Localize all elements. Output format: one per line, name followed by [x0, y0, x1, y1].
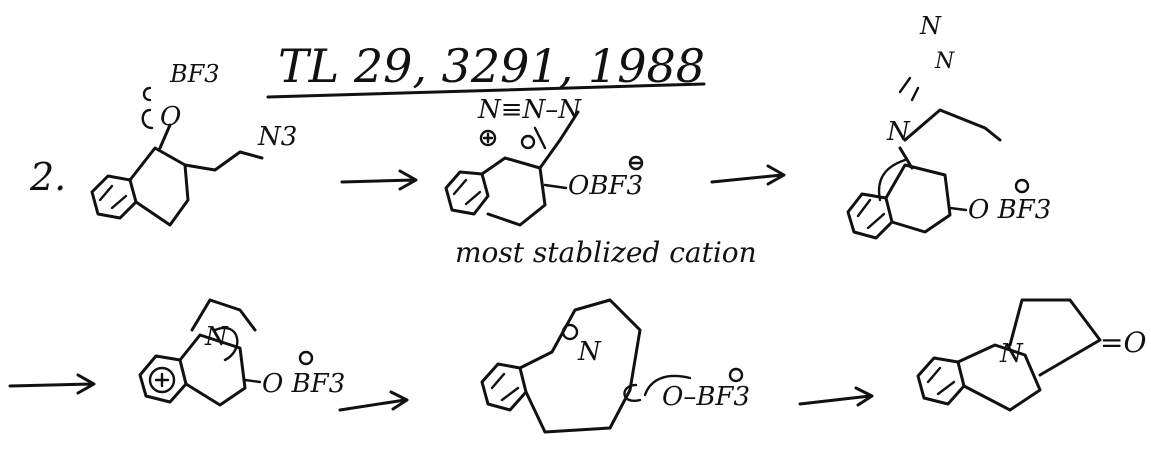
s6-n-label: N — [999, 339, 1024, 369]
structure-6-product-lactam: N =O — [916, 298, 1146, 412]
step-number: 2. — [29, 155, 66, 199]
s5-n-label: N — [577, 337, 602, 367]
s5-obf3-label: O–BF3 — [662, 382, 750, 412]
structure-2-stabilized-cation: N≡N–N OBF3 — [444, 95, 644, 227]
s4-obf3-label: O BF3 — [262, 369, 345, 399]
s2-obf3-label: OBF3 — [568, 171, 643, 201]
arrow-4 — [338, 390, 409, 412]
arrow-5 — [798, 386, 874, 407]
s1-bf3-label: BF3 — [169, 60, 220, 88]
structure-3-aminodiazonium: N N N O BF3 — [846, 12, 1051, 240]
s3-obf3-label: O BF3 — [968, 195, 1051, 225]
title-underline — [266, 82, 706, 99]
arrow-2 — [710, 164, 786, 186]
stabilized-cation-caption: most stablized cation — [455, 236, 757, 269]
arrow-3 — [8, 373, 96, 395]
s1-n3-label: N3 — [257, 122, 297, 152]
s3-n-top-label: N — [919, 12, 942, 40]
s1-o-label: O — [160, 102, 181, 132]
structure-4-aryl-cation: N O BF3 — [138, 298, 345, 407]
reference-title: TL 29, 3291, 1988 — [278, 39, 705, 93]
s6-o-label: =O — [1100, 326, 1146, 359]
s2-azide-label: N≡N–N — [477, 95, 582, 125]
s4-n-label: N — [204, 322, 229, 352]
structure-1-azido-ketone-bf3: O BF3 N3 — [90, 60, 297, 227]
structure-5-ring-expanded-iminium: N O–BF3 — [480, 298, 750, 434]
arrow-1 — [340, 169, 418, 191]
s3-n-ring-label: N — [886, 117, 911, 147]
s3-n-mid-label: N — [934, 49, 955, 74]
